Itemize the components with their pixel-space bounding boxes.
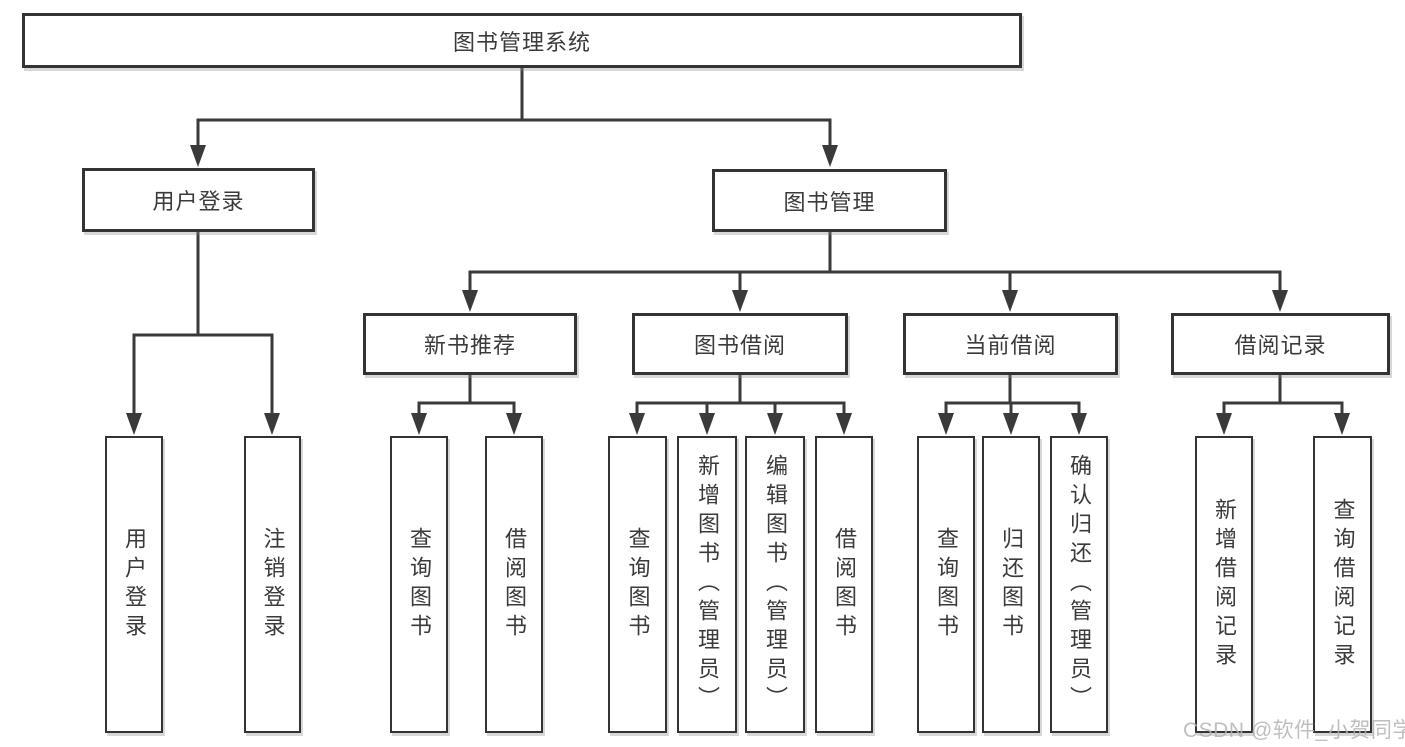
- leaf-label: 用户登录: [122, 526, 147, 643]
- node-user-login: 用户登录: [82, 168, 315, 232]
- node-new-book-rec-label: 新书推荐: [423, 333, 516, 358]
- leaf-confirm-return-admin: 确认归还（管理员）: [1050, 436, 1108, 733]
- leaf-add-books-admin: 新增图书（管理员）: [677, 436, 737, 733]
- leaf-edit-books-admin: 编辑图书（管理员）: [745, 436, 805, 733]
- leaf-label: 借阅图书: [502, 526, 527, 643]
- node-root-label: 图书管理系统: [452, 29, 591, 55]
- connector-new-book-rec: [417, 375, 516, 415]
- node-user-login-label: 用户登录: [152, 189, 245, 214]
- leaf-borrow-books-2: 借阅图书: [815, 436, 873, 733]
- connector-current-borrow: [944, 375, 1081, 415]
- node-current-borrow: 当前借阅: [903, 313, 1118, 375]
- node-book-borrow: 图书借阅: [632, 313, 848, 375]
- leaf-label: 查询图书: [407, 526, 432, 643]
- connector-book-borrow: [635, 375, 846, 415]
- leaf-borrow-books-1: 借阅图书: [485, 436, 543, 733]
- leaf-add-borrow-record: 新增借阅记录: [1195, 436, 1253, 733]
- node-borrow-records-label: 借阅记录: [1234, 333, 1327, 358]
- leaf-label: 借阅图书: [832, 526, 857, 643]
- leaf-label: 查询图书: [934, 526, 959, 643]
- node-book-mgmt-label: 图书管理: [783, 189, 876, 215]
- connector-root: [196, 68, 832, 147]
- leaf-query-borrow-record: 查询借阅记录: [1313, 436, 1372, 733]
- leaf-label: 确认归还（管理员）: [1067, 454, 1092, 715]
- leaf-label: 新增图书（管理员）: [695, 454, 720, 715]
- leaf-label: 注销登录: [260, 526, 286, 643]
- connector-borrow-records: [1222, 375, 1344, 415]
- leaf-user-login: 用户登录: [105, 436, 163, 733]
- leaf-query-books-2: 查询图书: [608, 436, 667, 733]
- leaf-label: 查询借阅记录: [1330, 497, 1356, 672]
- node-root: 图书管理系统: [22, 13, 1022, 68]
- node-current-borrow-label: 当前借阅: [964, 333, 1057, 358]
- leaf-query-books-1: 查询图书: [390, 436, 448, 733]
- connector-book-mgmt: [468, 232, 1282, 292]
- node-book-mgmt: 图书管理: [712, 169, 947, 232]
- csdn-watermark: CSDN @软件_小贺同学: [1183, 719, 1405, 742]
- node-book-borrow-label: 图书借阅: [693, 333, 786, 358]
- leaf-return-books: 归还图书: [982, 436, 1040, 733]
- node-borrow-records: 借阅记录: [1171, 313, 1390, 375]
- leaf-label: 新增借阅记录: [1212, 497, 1237, 672]
- arrowheads: [126, 145, 1350, 435]
- leaf-label: 归还图书: [999, 526, 1024, 643]
- node-new-book-rec: 新书推荐: [363, 313, 577, 375]
- leaf-logout: 注销登录: [244, 436, 301, 733]
- leaf-label: 查询图书: [625, 526, 651, 643]
- leaf-query-books-3: 查询图书: [917, 436, 975, 733]
- connector-user-login: [132, 232, 274, 415]
- leaf-label: 编辑图书（管理员）: [763, 454, 788, 715]
